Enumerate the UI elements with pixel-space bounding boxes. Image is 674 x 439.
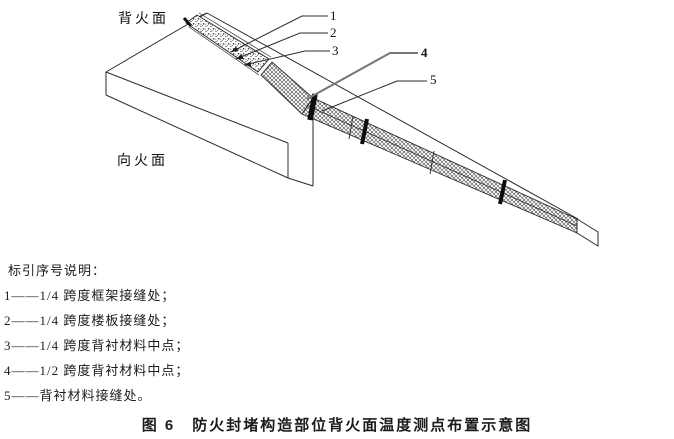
arrowhead-2: [236, 54, 244, 59]
leader-line-1: [230, 15, 328, 53]
arrowhead-3: [244, 61, 251, 67]
leader-lines: [230, 15, 427, 112]
concrete-joint-strip: [182, 12, 272, 76]
legend-item-1: 1——1/4 跨度框架接缝处；: [4, 288, 176, 303]
measure-point-2: [360, 118, 369, 145]
measure-point-1: [307, 93, 318, 121]
callout-3: 3: [332, 43, 339, 58]
temperature-measure-points: [307, 93, 507, 205]
measure-point-3: [498, 179, 507, 205]
unexposed-face-label: 背火面: [118, 12, 169, 27]
backing-seam-line: [348, 115, 354, 140]
legend-title: 标引序号说明：: [8, 263, 107, 278]
figure-caption: 图 6 防火封堵构造部位背火面温度测点布置示意图: [141, 417, 533, 434]
legend-item-5: 5——背衬材料接缝处。: [4, 388, 152, 403]
callout-5: 5: [430, 72, 437, 87]
legend-item-3: 3——1/4 跨度背衬材料中点；: [4, 338, 190, 353]
exposed-face-label: 向火面: [117, 154, 168, 169]
legend-item-2: 2——1/4 跨度楼板接缝处；: [4, 313, 176, 328]
beam-end-face: [576, 218, 599, 247]
leader-line-4: [306, 52, 418, 100]
measure-point-top: [182, 17, 193, 27]
backing-material-band: [260, 61, 599, 247]
callout-4: 4: [421, 45, 428, 60]
legend-item-4: 4——1/2 跨度背衬材料中点；: [4, 363, 190, 378]
arrowhead-1: [231, 46, 239, 52]
callout-2: 2: [330, 25, 337, 40]
callout-1: 1: [330, 8, 337, 23]
backing-seam-line: [429, 150, 435, 175]
leader-arrowheads: [231, 46, 251, 67]
leader-line-2: [235, 32, 328, 60]
leader-line-5: [321, 80, 427, 112]
leader-line-3: [243, 50, 330, 66]
